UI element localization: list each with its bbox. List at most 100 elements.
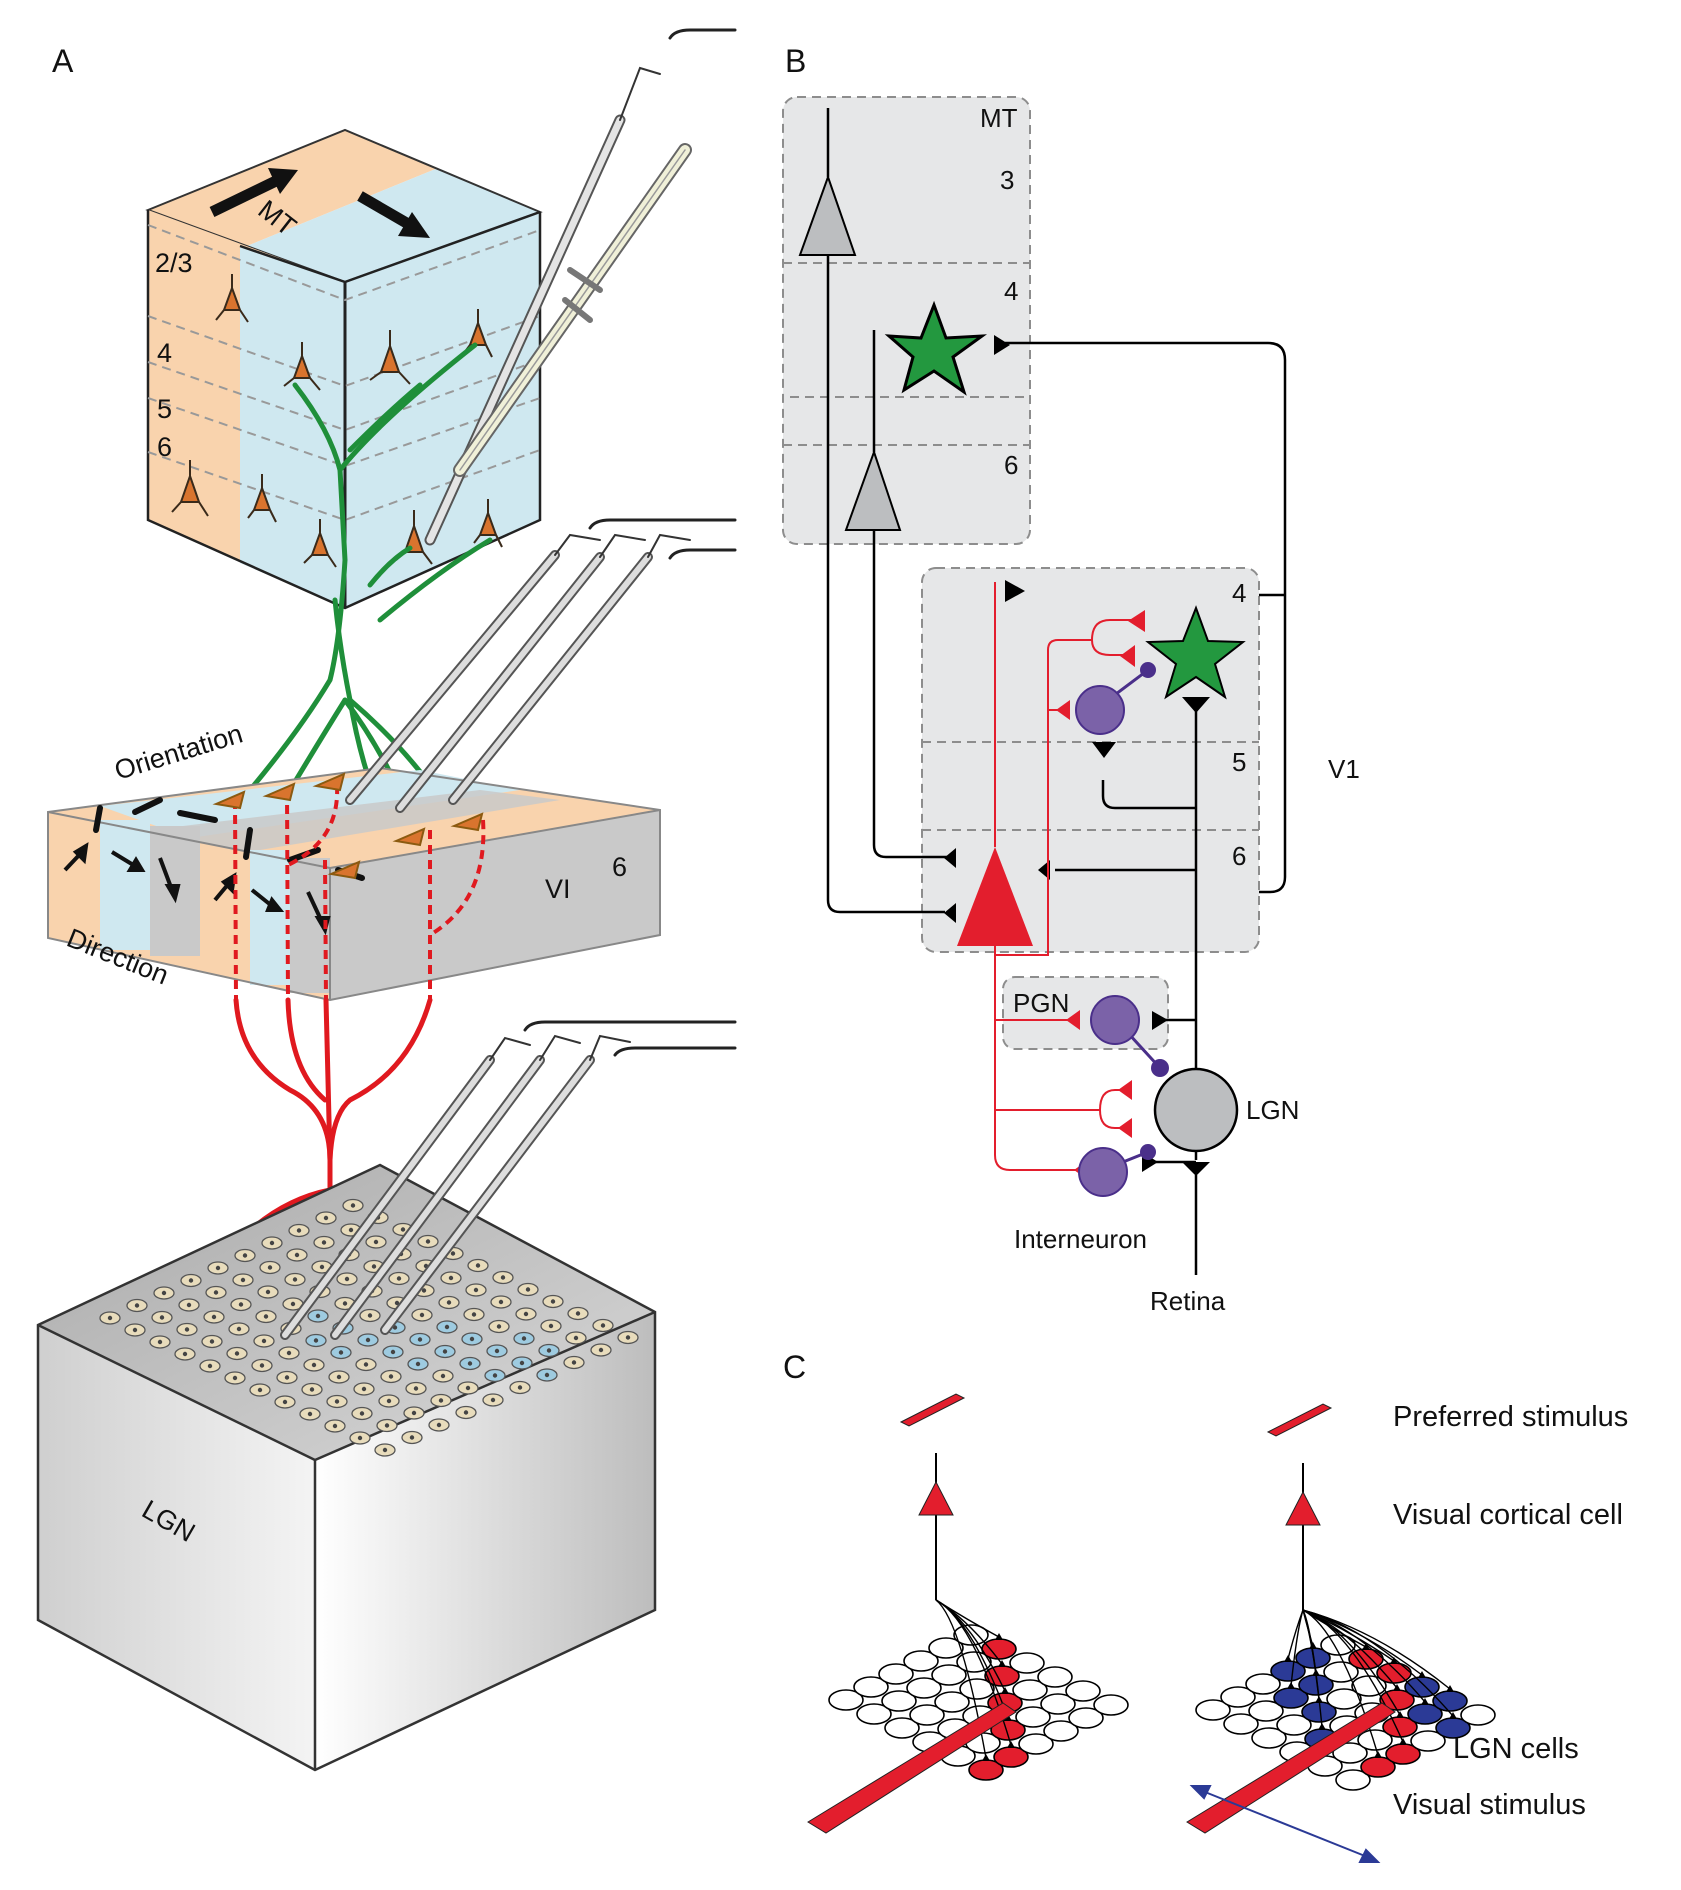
v1-layer-dividers xyxy=(922,741,1259,831)
mt-layer-4: 4 xyxy=(1004,276,1018,306)
lgn-cell-nucleus-icon xyxy=(209,1339,215,1344)
lgn-cell-nucleus-icon xyxy=(573,1335,579,1341)
synapse-terminal-icon xyxy=(1318,1723,1326,1730)
lgn-cell-nucleus-icon xyxy=(319,1264,325,1270)
lgn-cell-nucleus-icon xyxy=(409,1435,415,1440)
lgn-cell-unconnected xyxy=(1018,1733,1054,1755)
lgn-cell-nucleus-icon xyxy=(282,1399,288,1405)
lgn-cell-nucleus-icon xyxy=(182,1351,188,1357)
lgn-cell-nucleus-icon xyxy=(442,1349,448,1354)
lgn-cell-nucleus-icon xyxy=(242,1253,248,1258)
lgn-cell-unconnected xyxy=(878,1663,914,1685)
synapse-terminal-icon xyxy=(1374,1751,1382,1758)
lgn-cell-nucleus-icon xyxy=(548,1323,554,1329)
mt-cube-left-blue-strip xyxy=(240,246,345,608)
lgn-axon-branch xyxy=(1302,1609,1426,1703)
orientation-label: Orientation xyxy=(111,718,246,785)
retina-label: Retina xyxy=(1150,1286,1226,1316)
lgn-cell-nucleus-icon xyxy=(232,1375,238,1381)
panel-c-example-left xyxy=(807,1393,1129,1834)
v1-l6-red-pyramidal-cell xyxy=(957,847,1033,946)
lgn-cell-unconnected xyxy=(1251,1727,1287,1749)
v1-box-label: V1 xyxy=(1328,754,1360,784)
lgn-cell-nucleus-icon xyxy=(417,1337,423,1342)
v1-layer-5: 5 xyxy=(1232,747,1246,777)
lgn-cell-nucleus-icon xyxy=(290,1301,296,1307)
lgn-cell-nucleus-icon xyxy=(373,1239,379,1245)
lgn-cell-nucleus-icon xyxy=(344,1276,350,1282)
synapse-terminal-icon xyxy=(1309,1642,1317,1649)
synapse-terminal-icon xyxy=(1396,1711,1404,1718)
lgn-cell-nucleus-icon xyxy=(440,1373,446,1379)
lgn-cell-unconnected xyxy=(1276,1714,1312,1736)
v1-slab-layer-label: 6 xyxy=(612,852,627,882)
synapse-terminal-icon xyxy=(982,1754,990,1761)
v1-slab-label: VI xyxy=(545,874,571,904)
v1-layer-4: 4 xyxy=(1232,578,1246,608)
lgn-cell-nucleus-icon xyxy=(315,1313,321,1319)
lgn-cell-unconnected xyxy=(1068,1707,1104,1729)
v1-slab-top-gray xyxy=(150,790,560,855)
lgn-cell-nucleus-icon xyxy=(350,1203,356,1208)
mt-layer-label-5: 5 xyxy=(157,394,172,424)
lgn-cell-unconnected xyxy=(853,1676,889,1698)
lgn-cell-nucleus-icon xyxy=(240,1277,246,1283)
lgn-cell-nucleus-icon xyxy=(359,1411,365,1416)
lgn-cell-nucleus-icon xyxy=(323,1215,329,1221)
mt-cube-top-edge-right xyxy=(344,210,541,284)
lgn-cell-nucleus-icon xyxy=(371,1264,377,1269)
lgn-cell-nucleus-icon xyxy=(388,1374,394,1379)
lgn-cell-off xyxy=(1432,1690,1468,1712)
lgn-cell-nucleus-icon xyxy=(473,1287,479,1293)
synapse-terminal-icon xyxy=(1393,1684,1401,1691)
lgn-cell-nucleus-icon xyxy=(546,1348,552,1353)
mt-layer-label-6: 6 xyxy=(157,432,172,462)
lgn-cell-unconnected xyxy=(881,1690,917,1712)
lgn-cell-unconnected xyxy=(1012,1679,1048,1701)
lgn-cell-nucleus-icon xyxy=(571,1360,577,1365)
mt-array-electrode xyxy=(453,143,692,477)
mt-cube-top-blue xyxy=(242,168,540,282)
synapse-terminal-icon xyxy=(1287,1682,1295,1689)
v1-slab-edge xyxy=(329,809,661,869)
synapse-terminal-icon xyxy=(995,1633,1003,1640)
synapse-terminal-icon xyxy=(1399,1738,1407,1745)
lgn-cell-nucleus-icon xyxy=(521,1336,527,1341)
lgn-cell-nucleus-icon xyxy=(332,1423,338,1429)
mt-cube-top-edge xyxy=(239,244,346,284)
lgn-cell-nucleus-icon xyxy=(365,1337,371,1343)
synapse-terminal-icon xyxy=(1449,1712,1457,1719)
lgn-cell-nucleus-icon xyxy=(400,1227,406,1232)
lgn-block-edge xyxy=(37,1323,316,1462)
lgn-cell-nucleus-icon xyxy=(494,1348,500,1354)
panel-c-letter: C xyxy=(783,1349,806,1385)
lgn-cell-unconnected xyxy=(1015,1706,1051,1728)
motion-direction-arrow-icon xyxy=(1189,1785,1381,1863)
lgn-cell-nucleus-icon xyxy=(500,1275,506,1280)
direction-arrow-icon xyxy=(357,191,430,238)
lgn-cell-unconnected xyxy=(903,1650,939,1672)
lgn-interneuron-cell xyxy=(1078,1144,1156,1197)
lgn-cell-nucleus-icon xyxy=(419,1312,425,1318)
lgn-cell-nucleus-icon xyxy=(307,1411,313,1417)
panel-b-letter: B xyxy=(785,43,806,79)
lgn-relay-cell xyxy=(1153,1067,1239,1153)
synapse-terminal-icon xyxy=(1390,1657,1398,1664)
v1-box xyxy=(921,567,1260,953)
lgn-cell-nucleus-icon xyxy=(213,1290,219,1295)
preferred-stimulus-bar xyxy=(899,1393,966,1427)
lgn-cell-nucleus-icon xyxy=(107,1315,113,1321)
lgn-axon-branch xyxy=(1302,1609,1454,1717)
lgn-cell-nucleus-icon xyxy=(544,1372,550,1378)
lgn-cell-nucleus-icon xyxy=(384,1423,390,1428)
lgn-cell-unconnected xyxy=(906,1677,942,1699)
lgn-cell-nucleus-icon xyxy=(296,1228,302,1233)
synapse-terminal-icon xyxy=(1446,1685,1454,1692)
v1-neuron-icons xyxy=(212,772,484,880)
lgn-cell-nucleus-icon xyxy=(357,1435,363,1441)
lgn-cell-nucleus-icon xyxy=(292,1277,298,1282)
panel-c-example-right xyxy=(1186,1403,1496,1834)
lgn-cell-nucleus-icon xyxy=(311,1362,317,1368)
visual-stimulus-label: Visual stimulus xyxy=(1393,1789,1586,1821)
lgn-cell-nucleus-icon xyxy=(207,1363,213,1369)
